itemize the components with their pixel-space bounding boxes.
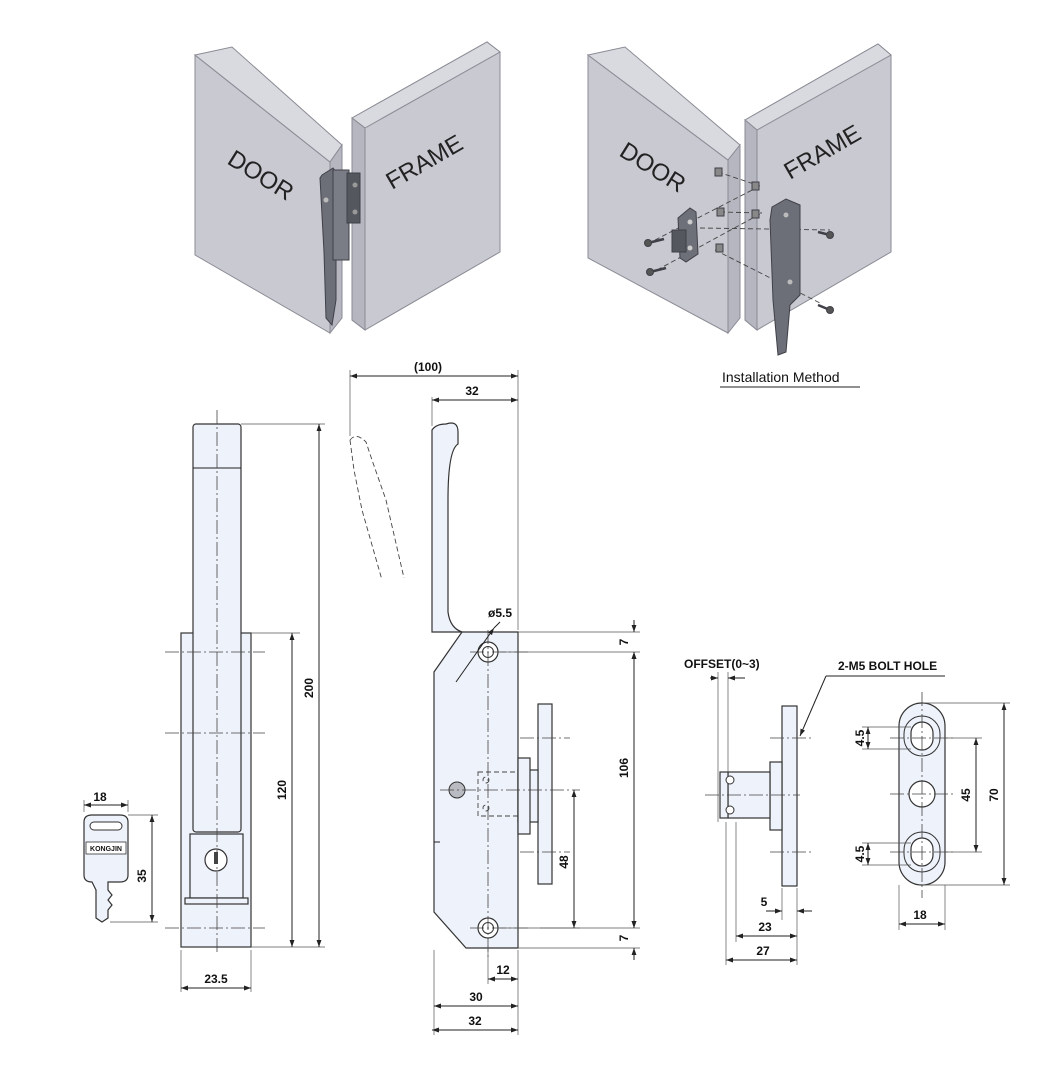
dim-body: 30 [469, 990, 483, 1004]
dim-catch-width: 18 [913, 908, 927, 922]
dim-catch-height: 48 [557, 855, 571, 869]
catch-offset-label: OFFSET(0~3) [684, 657, 760, 671]
dim-front-base: 120 [275, 780, 289, 800]
dim-catch-overall: 27 [756, 944, 770, 958]
handle-open-position [349, 436, 405, 579]
catch-pin-side [769, 761, 783, 831]
key-icon [83, 814, 129, 923]
dim-slot-bottom: 4.5 [853, 845, 867, 862]
latch-assembly-icon [319, 167, 361, 327]
dim-span: 106 [617, 758, 631, 778]
key-view: KONGJIN 18 35 [83, 790, 158, 923]
catch-front-view: 4.5 4.5 45 70 18 [853, 692, 1010, 930]
side-view: ø5.5 (100) 32 7 106 7 48 12 30 [349, 360, 640, 1035]
dim-slot-top: 4.5 [853, 729, 867, 746]
dim-hole: ø5.5 [488, 606, 512, 620]
catch-side-view: OFFSET(0~3) 2-M5 BOLT HOLE 5 23 27 [684, 657, 945, 965]
dim-offset-bottom: 7 [617, 934, 631, 941]
catch-plate-side [781, 705, 798, 887]
dim-top: 32 [465, 384, 479, 398]
handle-side [431, 422, 463, 633]
dim-front-height: 200 [302, 678, 316, 698]
front-view: 200 120 23.5 [165, 410, 325, 992]
dim-swing: (100) [414, 360, 442, 374]
latch-part-icon [769, 198, 801, 356]
assembled-illustration: DOOR FRAME [193, 41, 501, 335]
installation-caption: Installation Method [722, 369, 840, 385]
dim-pitch: 45 [959, 788, 973, 802]
dim-overall: 32 [468, 1014, 482, 1028]
dim-key-height: 35 [135, 869, 149, 883]
key-brand: KONGJIN [90, 846, 122, 853]
dim-offset-top: 7 [617, 638, 631, 645]
catch-part-icon [671, 207, 699, 263]
dim-front-width: 23.5 [204, 972, 228, 986]
installation-illustration: DOOR FRAME [586, 43, 892, 388]
dim-key-width: 18 [93, 790, 107, 804]
dim-plate: 5 [761, 895, 768, 909]
dim-catch-depth: 12 [496, 963, 510, 977]
screw-icons [644, 167, 834, 314]
catch-side [537, 703, 553, 885]
dim-length: 70 [987, 788, 1001, 802]
bolt-hole-label: 2-M5 BOLT HOLE [838, 659, 937, 673]
dim-projection: 23 [758, 920, 772, 934]
